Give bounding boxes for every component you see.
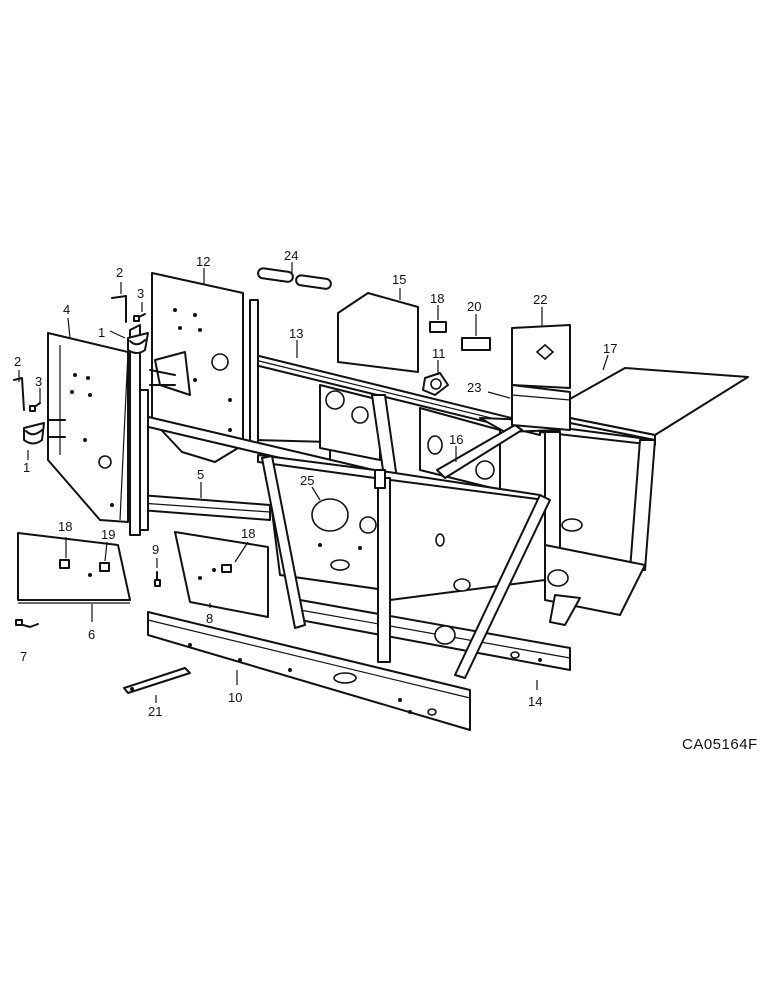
- callout-4: 4: [63, 302, 70, 317]
- callout-2: 2: [14, 354, 21, 369]
- callout-12: 12: [196, 254, 210, 269]
- callout-3: 3: [137, 286, 144, 301]
- part-1-bracket-lower: [23, 422, 45, 445]
- callout-17: 17: [603, 341, 617, 356]
- callout-1: 1: [23, 460, 30, 475]
- part-front-trapezoid-frame: [257, 454, 551, 679]
- part-9-clip: [154, 571, 161, 587]
- callout-1: 1: [98, 325, 105, 340]
- part-11-ring-plate: [422, 372, 449, 396]
- callout-21: 21: [148, 704, 162, 719]
- part-1-bracket-upper: [127, 332, 149, 354]
- part-18-small-plate: [429, 321, 447, 333]
- callout-7: 7: [20, 649, 27, 664]
- part-4-left-sheet: [47, 332, 129, 523]
- callout-2: 2: [116, 265, 123, 280]
- callout-18: 18: [430, 291, 444, 306]
- callout-11: 11: [432, 346, 446, 361]
- callout-23: 23: [467, 380, 481, 395]
- callout-25: 25: [300, 473, 314, 488]
- part-7-latch: [15, 619, 39, 628]
- callout-labels: 2 3 1 4 2 3 1 12 24 15 18 20 22 17 13 11…: [14, 248, 617, 719]
- part-rear-upright: [249, 299, 259, 449]
- callout-15: 15: [392, 272, 406, 287]
- part-20-plate: [461, 337, 491, 351]
- callout-18: 18: [241, 526, 255, 541]
- part-6-lower-left-sheet: [17, 532, 131, 604]
- part-8-access-panel: [174, 531, 269, 618]
- part-3-bolt-lower: [29, 402, 41, 412]
- part-13-rear-frame: [254, 354, 541, 491]
- callout-13: 13: [289, 326, 303, 341]
- callout-14: 14: [528, 694, 542, 709]
- part-15-cover-plate: [337, 292, 419, 373]
- part-22-panel: [511, 324, 571, 389]
- callout-5: 5: [197, 467, 204, 482]
- callout-3: 3: [35, 374, 42, 389]
- callout-8: 8: [206, 611, 213, 626]
- callout-22: 22: [533, 292, 547, 307]
- part-23-strip: [511, 384, 571, 431]
- part-2-pin-upper: [111, 295, 127, 323]
- part-10-base-rail: [147, 611, 471, 731]
- callout-24: 24: [284, 248, 298, 263]
- callout-19: 19: [101, 527, 115, 542]
- callout-6: 6: [88, 627, 95, 642]
- callout-9: 9: [152, 542, 159, 557]
- callout-16: 16: [449, 432, 463, 447]
- leader-lines: [18, 262, 609, 703]
- part-21-strap: [123, 667, 191, 694]
- part-2-pin-lower: [13, 377, 25, 411]
- drawing-code: CA05164F: [682, 736, 758, 753]
- part-24-rods: [257, 267, 332, 290]
- callout-18: 18: [58, 519, 72, 534]
- callout-10: 10: [228, 690, 242, 705]
- part-3-bolt-upper: [133, 313, 146, 322]
- callout-20: 20: [467, 299, 481, 314]
